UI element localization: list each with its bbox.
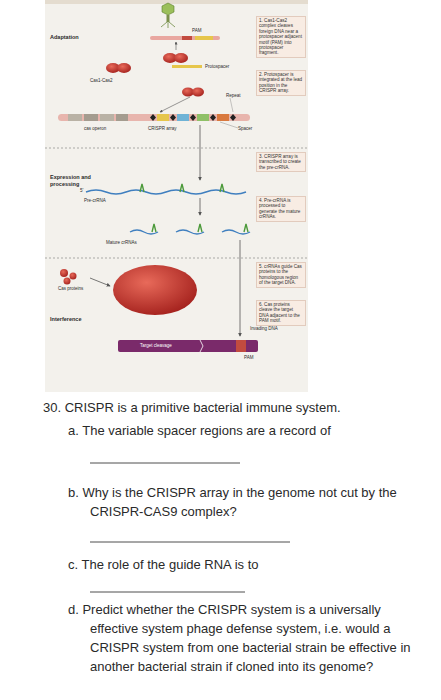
- process-arrow: [200, 125, 201, 180]
- foreign-dna: [150, 36, 220, 40]
- step-box: 5. crRNAs guide Cas proteins to the homo…: [256, 262, 306, 288]
- band-separator: [45, 258, 308, 259]
- phase-label: Interference: [50, 316, 96, 323]
- part-label: Cas1-Cas2: [90, 78, 130, 83]
- figure-background: [45, 0, 308, 392]
- part-label: 5': [80, 188, 90, 193]
- question-text: 30. CRISPR is a primitive bacterial immu…: [43, 400, 433, 416]
- phase-band: Adaptation 1. Cas1-Cas2 complex cleaves f…: [45, 0, 308, 148]
- part-label: Mature crRNAs: [106, 240, 156, 245]
- part-label: PAM: [192, 28, 222, 33]
- phase-label: Expression and processing: [50, 174, 96, 187]
- part-label: Spacer: [238, 126, 268, 131]
- part-label: Cas proteins: [58, 286, 98, 291]
- step-box: 6. Cas proteins cleave the target DNA ad…: [256, 300, 306, 326]
- part-label: PAM: [244, 355, 264, 360]
- step-text: 4. Pre-crRNA is processed to generate th…: [259, 198, 303, 220]
- step-box: 3. CRISPR array is transcribed to create…: [256, 152, 306, 172]
- crispr-locus: [58, 97, 250, 128]
- cas1-cas2-complex: [106, 42, 204, 97]
- answer-blank: [90, 542, 290, 543]
- answer-blank: [90, 592, 245, 593]
- step-text: 1. Cas1-Cas2 complex cleaves foreign DNA…: [259, 18, 303, 56]
- mature-crrna: [130, 224, 250, 234]
- step-text: 3. CRISPR array is transcribed to create…: [259, 154, 303, 170]
- top-stripe: [45, 0, 308, 4]
- part-label: Target cleavage: [140, 343, 190, 348]
- answer-blank: [90, 463, 240, 464]
- part-label: Protospacer: [205, 64, 245, 69]
- phase-label: Adaptation: [50, 34, 96, 41]
- step-text: 6. Cas proteins cleave the target DNA ad…: [259, 302, 303, 324]
- step-text: 5. crRNAs guide Cas proteins to the homo…: [259, 264, 303, 286]
- process-arrow: [200, 198, 201, 215]
- question-text: b. Why is the CRISPR array in the genome…: [68, 483, 413, 521]
- question-text: c. The role of the guide RNA is to: [68, 557, 418, 573]
- band-separator: [45, 148, 308, 149]
- phage-icon: [161, 3, 175, 28]
- question-text: a. The variable spacer regions are a rec…: [68, 423, 418, 439]
- part-label: Invading DNA: [250, 326, 278, 331]
- step-box: 2. Protospacer is integrated at the lead…: [256, 70, 306, 96]
- part-label: cas operon: [84, 126, 124, 131]
- phase-band: Interference 5. crRNAs guide Cas proteins…: [45, 258, 308, 392]
- part-label: Pre-crRNA: [84, 198, 124, 203]
- step-box: 1. Cas1-Cas2 complex cleaves foreign DNA…: [256, 16, 306, 58]
- step-text: 2. Protospacer is integrated at the lead…: [259, 72, 303, 94]
- question-text: d. Predict whether the CRISPR system is …: [68, 600, 413, 676]
- target-dna: [118, 340, 258, 352]
- part-label: CRISPR array: [148, 126, 188, 131]
- part-label: Repeat: [226, 93, 256, 98]
- pre-crrna: [86, 184, 246, 194]
- step-box: 4. Pre-crRNA is processed to generate th…: [256, 196, 306, 222]
- process-arrow: [240, 240, 241, 336]
